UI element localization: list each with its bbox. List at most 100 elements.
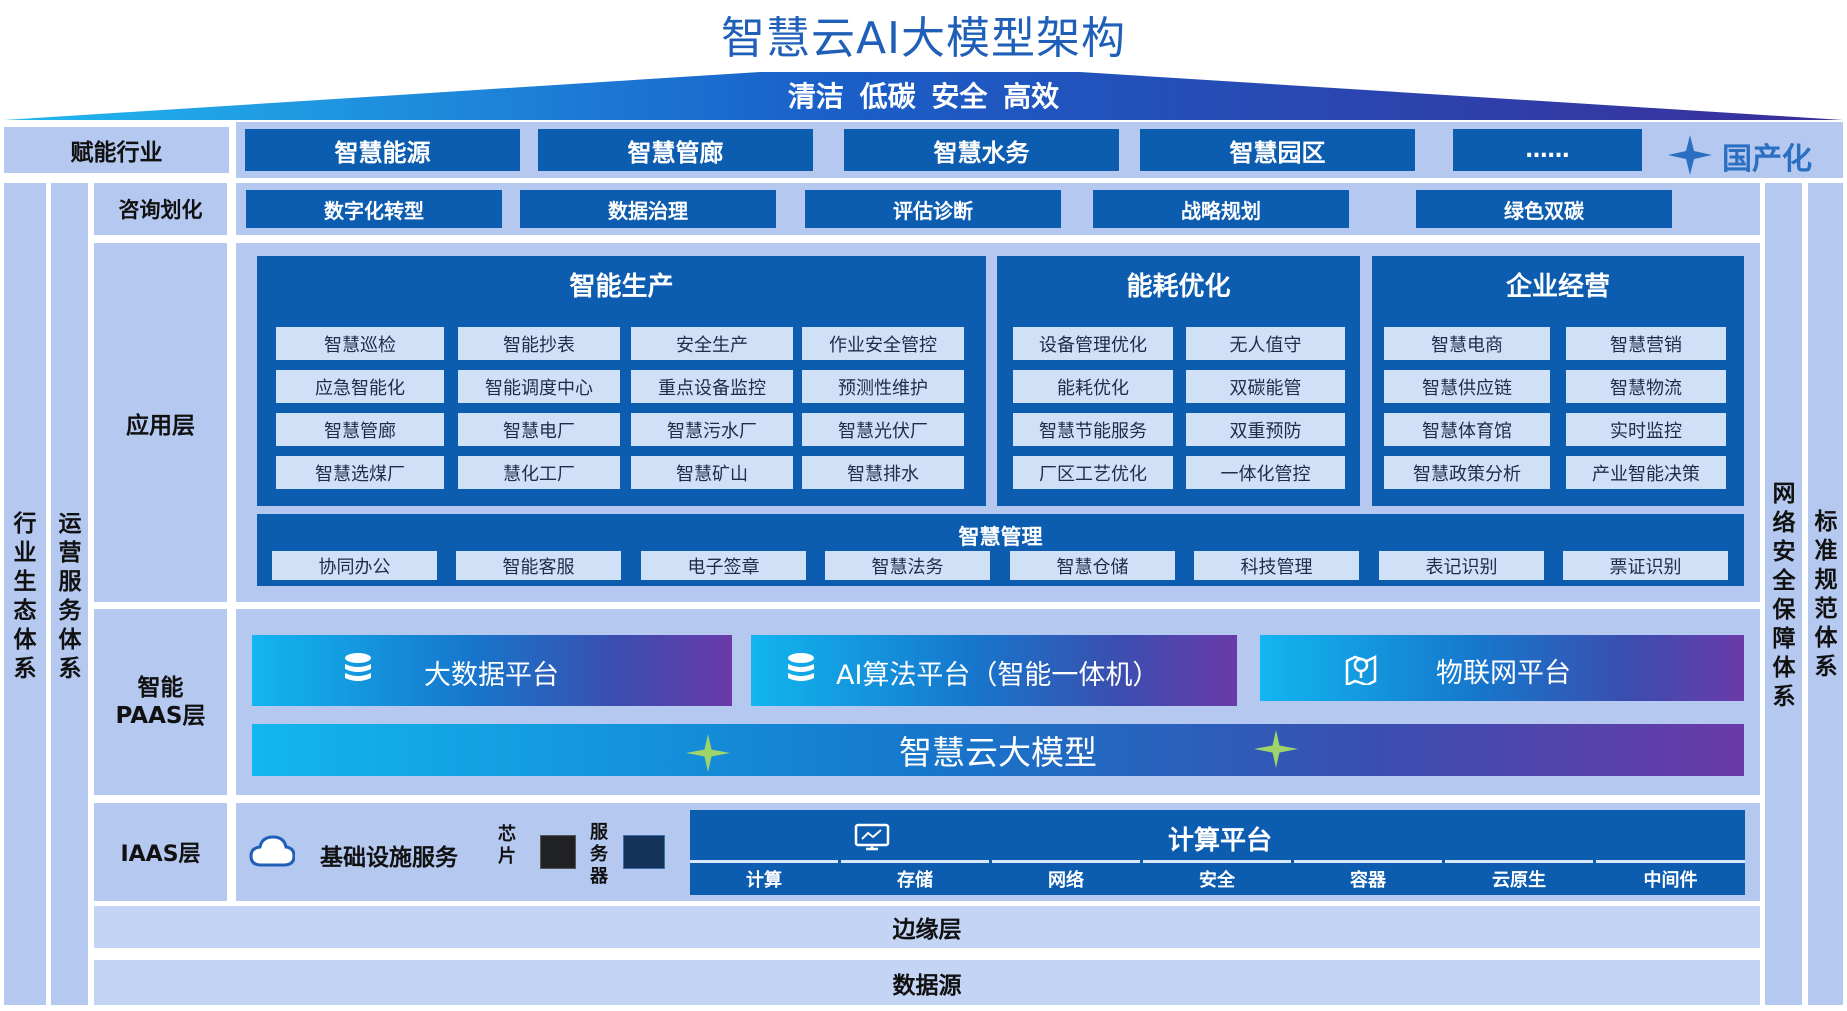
infra-service-label: 基础设施服务 — [320, 845, 458, 871]
sparkle-icon — [1254, 730, 1298, 768]
left-column-ecosystem-text: 行业生态体系 — [13, 511, 37, 682]
mgmt-item[interactable]: 票证识别 — [1563, 551, 1728, 580]
app-item[interactable]: 能耗优化 — [1013, 370, 1173, 403]
empower-smart-pipe[interactable]: 智慧管廊 — [538, 129, 813, 171]
consult-strategy[interactable]: 战略规划 — [1093, 190, 1349, 228]
platform-label: AI算法平台（智能一体机） — [836, 660, 1160, 691]
app-item[interactable]: 智慧巡检 — [276, 327, 444, 360]
mgmt-item[interactable]: 表记识别 — [1379, 551, 1544, 580]
left-column-operation-text: 运营服务体系 — [58, 511, 82, 682]
app-item[interactable]: 智慧供应链 — [1384, 370, 1550, 403]
edge-layer: 边缘层 — [94, 906, 1760, 948]
component-container[interactable]: 容器 — [1294, 860, 1442, 895]
component-storage[interactable]: 存储 — [841, 860, 989, 895]
app-item[interactable]: 智能调度中心 — [458, 370, 620, 403]
empower-smart-water[interactable]: 智慧水务 — [844, 129, 1119, 171]
app-item[interactable]: 重点设备监控 — [631, 370, 793, 403]
platform-label: 大数据平台 — [424, 660, 559, 691]
app-item[interactable]: 慧化工厂 — [458, 456, 620, 489]
platform-label: 物联网平台 — [1436, 658, 1571, 689]
iot-platform[interactable]: 物联网平台 — [1260, 635, 1744, 701]
group-title: 智慧管理 — [958, 525, 1043, 549]
mgmt-item[interactable]: 科技管理 — [1194, 551, 1359, 580]
mgmt-item[interactable]: 智慧法务 — [825, 551, 990, 580]
component-compute[interactable]: 计算 — [690, 860, 838, 895]
roof-shape — [4, 72, 1843, 120]
component-middleware[interactable]: 中间件 — [1596, 860, 1745, 895]
consult-data[interactable]: 数据治理 — [520, 190, 776, 228]
compute-platform-title: 计算平台 — [1167, 826, 1272, 856]
group-title: 能耗优化 — [1126, 272, 1231, 302]
app-item[interactable]: 预测性维护 — [802, 370, 964, 403]
large-model-label: 智慧云大模型 — [899, 733, 1097, 772]
app-item[interactable]: 智能抄表 — [458, 327, 620, 360]
component-network[interactable]: 网络 — [992, 860, 1140, 895]
map-pin-icon — [1345, 654, 1377, 685]
app-item[interactable]: 智慧管廊 — [276, 413, 444, 446]
app-item[interactable]: 作业安全管控 — [802, 327, 964, 360]
right-column-security — [1765, 183, 1802, 1005]
app-item[interactable]: 产业智能决策 — [1566, 456, 1726, 489]
app-item[interactable]: 双碳能管 — [1186, 370, 1345, 403]
empower-more[interactable]: …… — [1453, 129, 1642, 171]
app-item[interactable]: 智慧矿山 — [631, 456, 793, 489]
database-icon — [345, 653, 371, 681]
app-item[interactable]: 应急智能化 — [276, 370, 444, 403]
app-item[interactable]: 智慧体育馆 — [1384, 413, 1550, 446]
mgmt-item[interactable]: 电子签章 — [641, 551, 806, 580]
app-item[interactable]: 智慧选煤厂 — [276, 456, 444, 489]
chip-icon — [540, 835, 576, 869]
right-column-standard — [1808, 183, 1843, 1005]
app-item[interactable]: 智慧节能服务 — [1013, 413, 1173, 446]
server-label: 服务器 — [590, 822, 608, 887]
app-item[interactable]: 实时监控 — [1566, 413, 1726, 446]
monitor-icon — [854, 823, 890, 851]
paas-label: 智能 PAAS层 — [94, 609, 227, 795]
consult-digital[interactable]: 数字化转型 — [246, 190, 502, 228]
app-item[interactable]: 智慧污水厂 — [631, 413, 793, 446]
consult-label: 咨询划化 — [94, 183, 227, 235]
large-model-bar[interactable]: 智慧云大模型 — [252, 724, 1744, 776]
app-item[interactable]: 双重预防 — [1186, 413, 1345, 446]
app-item[interactable]: 智慧电厂 — [458, 413, 620, 446]
app-label: 应用层 — [94, 243, 227, 602]
bigdata-platform[interactable]: 大数据平台 — [252, 635, 732, 706]
consult-carbon[interactable]: 绿色双碳 — [1416, 190, 1672, 228]
cloud-icon — [249, 835, 295, 867]
app-item[interactable]: 无人值守 — [1186, 327, 1345, 360]
guochanhua-label: 国产化 — [1722, 142, 1812, 177]
component-cloud-native[interactable]: 云原生 — [1445, 860, 1593, 895]
empower-smart-energy[interactable]: 智慧能源 — [245, 129, 520, 171]
app-item[interactable]: 智慧光伏厂 — [802, 413, 964, 446]
left-column-operation — [51, 183, 88, 1005]
group-title: 企业经营 — [1505, 272, 1610, 302]
app-item[interactable]: 智慧政策分析 — [1384, 456, 1550, 489]
iaas-label: IAAS层 — [94, 803, 227, 901]
component-security[interactable]: 安全 — [1143, 860, 1291, 895]
ai-algorithm-platform[interactable]: AI算法平台（智能一体机） — [751, 635, 1237, 706]
app-item[interactable]: 设备管理优化 — [1013, 327, 1173, 360]
server-icon — [623, 835, 665, 869]
right-column-standard-text: 标准规范体系 — [1814, 509, 1838, 680]
sparkle-icon — [686, 734, 730, 772]
empower-smart-park[interactable]: 智慧园区 — [1140, 129, 1415, 171]
mgmt-item[interactable]: 智能客服 — [456, 551, 621, 580]
consult-evaluate[interactable]: 评估诊断 — [805, 190, 1061, 228]
app-item[interactable]: 智慧排水 — [802, 456, 964, 489]
app-item[interactable]: 智慧物流 — [1566, 370, 1726, 403]
page-title: 智慧云AI大模型架构 — [720, 13, 1127, 64]
app-item[interactable]: 智慧电商 — [1384, 327, 1550, 360]
datasource-layer: 数据源 — [94, 960, 1760, 1005]
empower-label: 赋能行业 — [4, 127, 229, 173]
app-item[interactable]: 智慧营销 — [1566, 327, 1726, 360]
roof-slogan: 清洁 低碳 安全 高效 — [787, 80, 1060, 113]
app-item[interactable]: 安全生产 — [631, 327, 793, 360]
right-column-security-text: 网络安全保障体系 — [1772, 481, 1796, 710]
chip-label: 芯片 — [498, 824, 516, 867]
app-item[interactable]: 一体化管控 — [1186, 456, 1345, 489]
group-title: 智能生产 — [569, 272, 674, 302]
app-item[interactable]: 厂区工艺优化 — [1013, 456, 1173, 489]
mgmt-item[interactable]: 协同办公 — [272, 551, 437, 580]
mgmt-item[interactable]: 智慧仓储 — [1010, 551, 1175, 580]
star-icon — [1668, 135, 1712, 175]
